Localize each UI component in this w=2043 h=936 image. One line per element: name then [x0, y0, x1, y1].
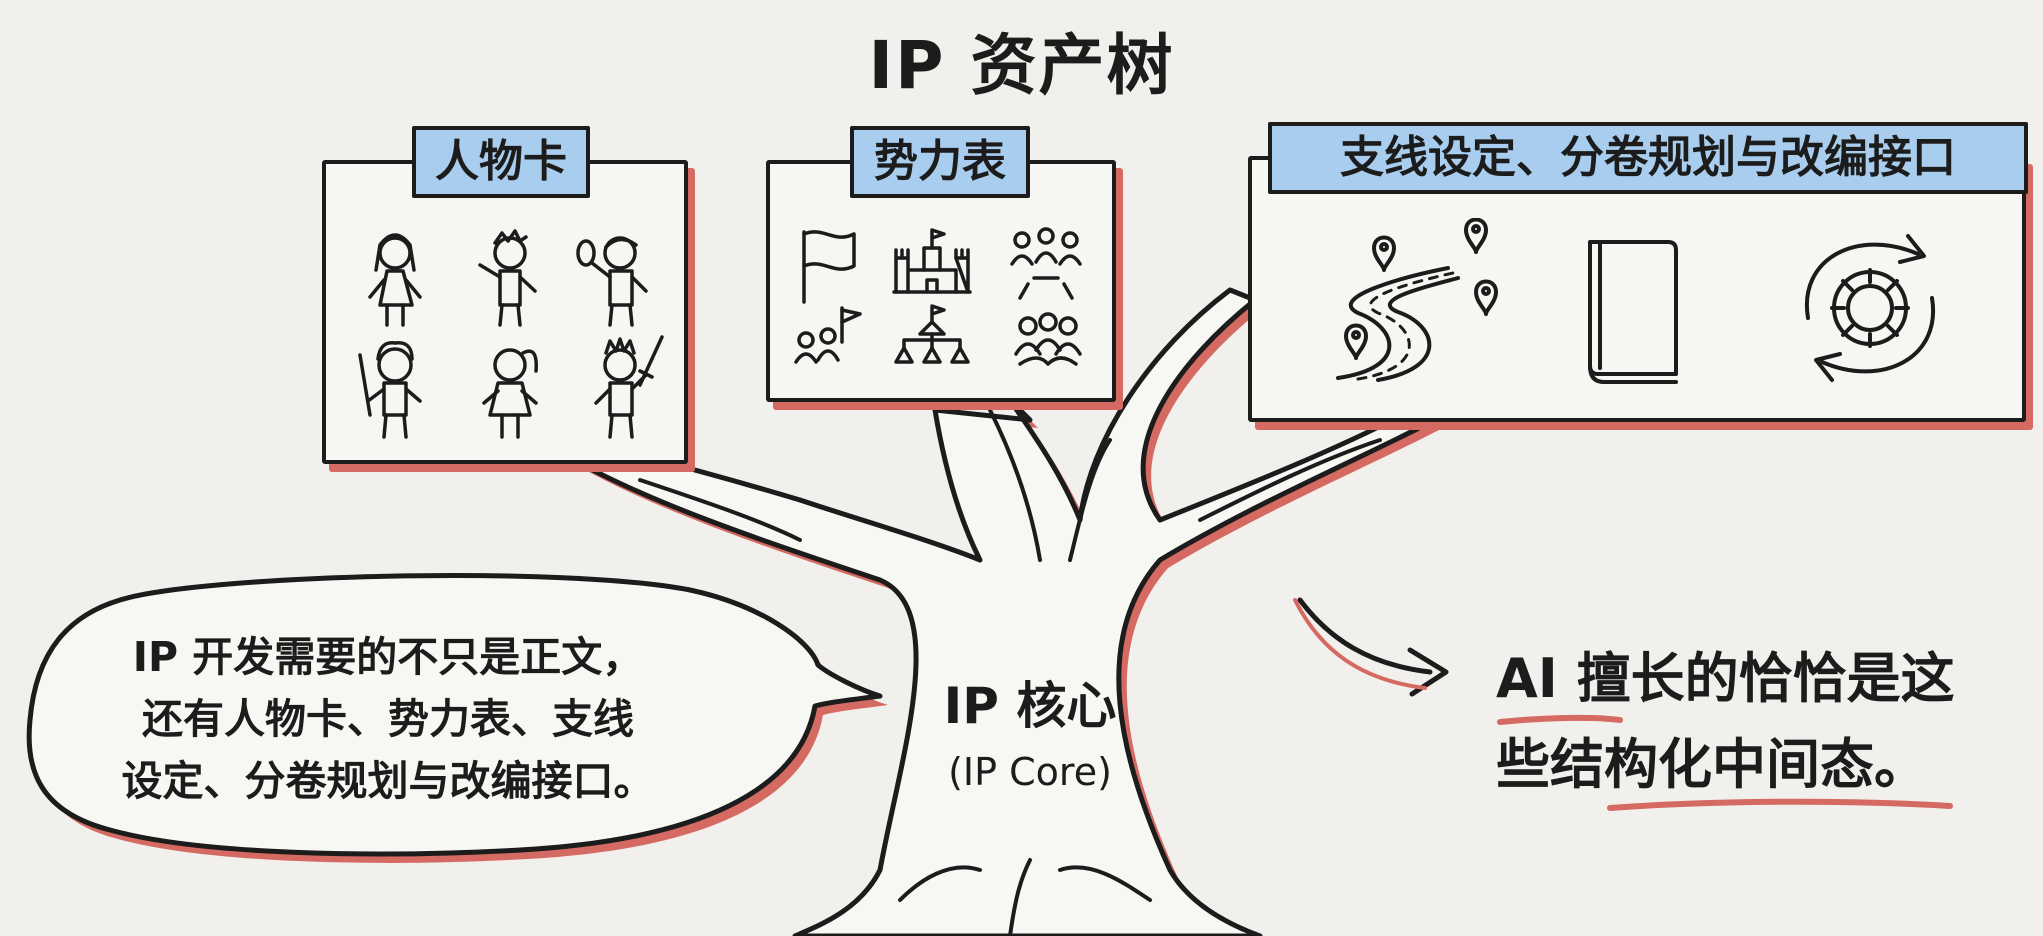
bubble-line: IP 开发需要的不只是正文，: [132, 633, 644, 681]
callout-line: AI 擅长的恰恰是这: [1496, 647, 1955, 710]
faction-icons: [794, 227, 1082, 366]
callout-arrow: [1293, 597, 1449, 697]
core-label: IP 核心: [943, 677, 1117, 735]
subplots-panel: [1248, 156, 2026, 422]
gear-cycle-icon: [1804, 234, 1936, 382]
speech-bubble-text: IP 开发需要的不只是正文， 还有人物卡、势力表、支线 设定、分卷规划与改编接口…: [78, 626, 698, 812]
underline-structured: [1607, 798, 1953, 811]
bubble-line: 还有人物卡、势力表、支线: [142, 695, 634, 743]
people-group-icon: [1014, 312, 1082, 366]
callout-line: 些结构化中间态。: [1496, 733, 1928, 796]
castle-icon: [892, 228, 972, 294]
flag-icon: [802, 230, 856, 304]
hierarchy-icon: [894, 304, 970, 364]
tree-trunk: [557, 287, 1453, 936]
characters-tag: 人物卡: [412, 126, 590, 198]
callout-text: AI 擅长的恰恰是这 些结构化中间态。: [1496, 636, 2016, 808]
bubble-line: 设定、分卷规划与改编接口。: [121, 757, 655, 805]
character-icons: [358, 229, 664, 439]
factions-tag: 势力表: [850, 126, 1030, 198]
people-with-flag-icon: [794, 306, 862, 364]
girl-icon: [368, 233, 422, 327]
book-icon: [1588, 240, 1678, 384]
page-title: IP 资产树: [868, 27, 1175, 104]
ponytail-girl-icon: [482, 348, 538, 439]
group-meeting-icon: [1010, 227, 1082, 300]
boy-with-sword-icon: [358, 341, 422, 439]
kid-with-fan-icon: [576, 236, 648, 327]
speech-bubble: [26, 573, 883, 857]
road-map-icon: [1336, 218, 1498, 382]
underline-ai: [1497, 714, 1623, 725]
prince-with-sword-icon: [594, 335, 664, 439]
boy-icon: [478, 229, 537, 327]
subplot-icons: [1336, 218, 1936, 384]
subplots-tag: 支线设定、分卷规划与改编接口: [1268, 122, 2028, 194]
core-sublabel: (IP Core): [948, 750, 1112, 794]
